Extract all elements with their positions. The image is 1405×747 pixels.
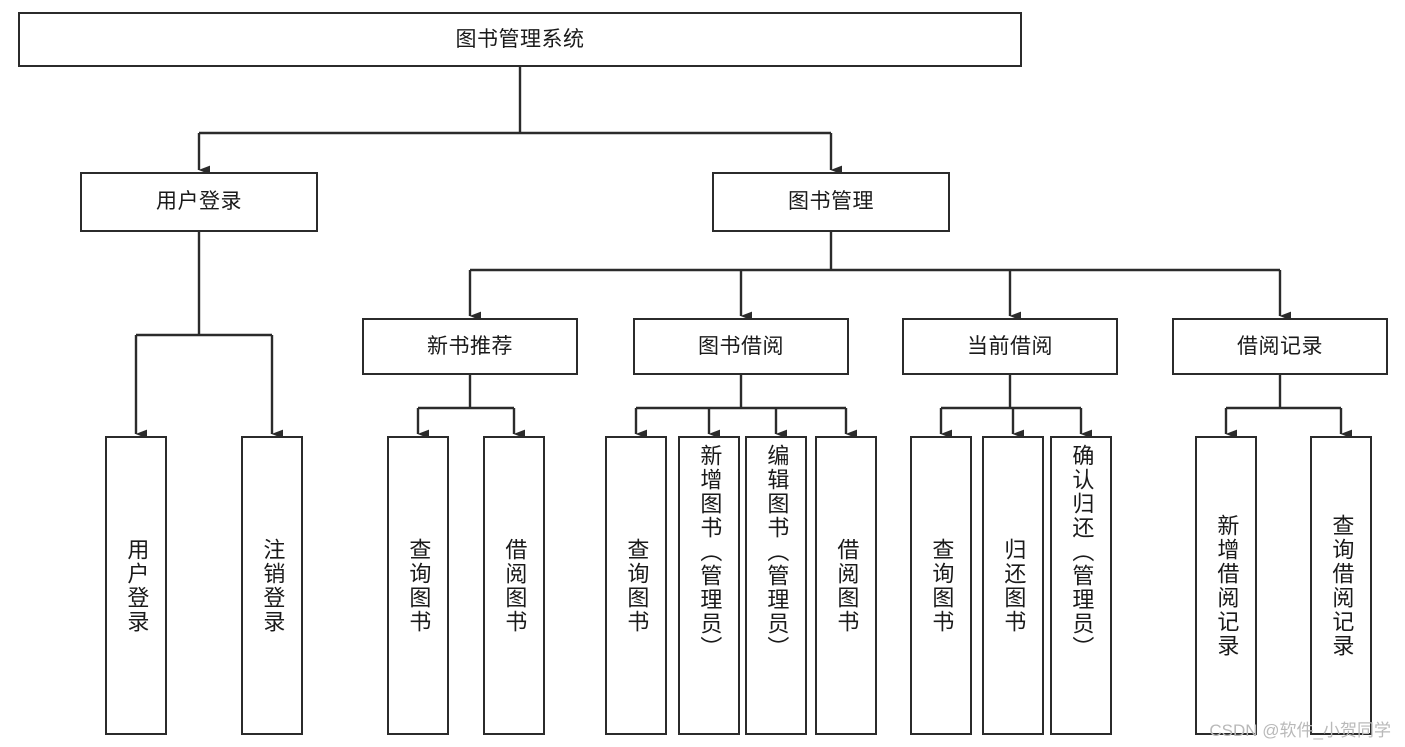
node-leaf-confirm-return[interactable]: 确认归还（管理员） <box>1050 436 1112 735</box>
node-leaf-user-login[interactable]: 用户登录 <box>105 436 167 735</box>
edge-group <box>134 67 1352 439</box>
node-leaf-query-book-1-label: 查询图书 <box>406 537 432 634</box>
node-leaf-query-book-3[interactable]: 查询图书 <box>910 436 972 735</box>
node-leaf-logout-label: 注销登录 <box>260 537 286 634</box>
node-leaf-return-book-label: 归还图书 <box>1001 537 1027 634</box>
node-leaf-return-book[interactable]: 归还图书 <box>982 436 1044 735</box>
node-new-book-recommend-label: 新书推荐 <box>427 334 513 358</box>
node-book-borrow-label: 图书借阅 <box>698 334 784 358</box>
node-leaf-query-book-1[interactable]: 查询图书 <box>387 436 449 735</box>
node-leaf-borrow-book-2-label: 借阅图书 <box>834 537 860 634</box>
node-leaf-add-record[interactable]: 新增借阅记录 <box>1195 436 1257 735</box>
node-leaf-user-login-label: 用户登录 <box>124 537 150 634</box>
node-leaf-confirm-return-label: 确认归还（管理员） <box>1069 444 1095 660</box>
node-leaf-query-book-2-label: 查询图书 <box>624 537 650 634</box>
node-leaf-logout[interactable]: 注销登录 <box>241 436 303 735</box>
node-leaf-query-book-2[interactable]: 查询图书 <box>605 436 667 735</box>
watermark-label: CSDN @软件_小贺同学 <box>1209 721 1391 740</box>
node-borrow-record[interactable]: 借阅记录 <box>1172 318 1388 375</box>
node-leaf-query-record-label: 查询借阅记录 <box>1329 513 1355 658</box>
node-book-management[interactable]: 图书管理 <box>712 172 950 232</box>
node-leaf-add-record-label: 新增借阅记录 <box>1214 513 1240 658</box>
node-leaf-edit-book[interactable]: 编辑图书（管理员） <box>745 436 807 735</box>
node-root-system[interactable]: 图书管理系统 <box>18 12 1022 67</box>
node-leaf-borrow-book-1[interactable]: 借阅图书 <box>483 436 545 735</box>
node-book-borrow[interactable]: 图书借阅 <box>633 318 849 375</box>
node-leaf-borrow-book-2[interactable]: 借阅图书 <box>815 436 877 735</box>
node-new-book-recommend[interactable]: 新书推荐 <box>362 318 578 375</box>
node-current-borrow-label: 当前借阅 <box>967 334 1053 358</box>
node-user-login-label: 用户登录 <box>156 190 242 214</box>
node-leaf-add-book-label: 新增图书（管理员） <box>697 444 723 660</box>
node-current-borrow[interactable]: 当前借阅 <box>902 318 1118 375</box>
node-borrow-record-label: 借阅记录 <box>1237 334 1323 358</box>
node-root-system-label: 图书管理系统 <box>455 27 585 51</box>
node-leaf-add-book[interactable]: 新增图书（管理员） <box>678 436 740 735</box>
node-leaf-borrow-book-1-label: 借阅图书 <box>502 537 528 634</box>
node-book-management-label: 图书管理 <box>788 190 874 214</box>
node-user-login[interactable]: 用户登录 <box>80 172 318 232</box>
node-leaf-query-book-3-label: 查询图书 <box>929 537 955 634</box>
node-leaf-query-record[interactable]: 查询借阅记录 <box>1310 436 1372 735</box>
node-leaf-edit-book-label: 编辑图书（管理员） <box>764 444 790 660</box>
